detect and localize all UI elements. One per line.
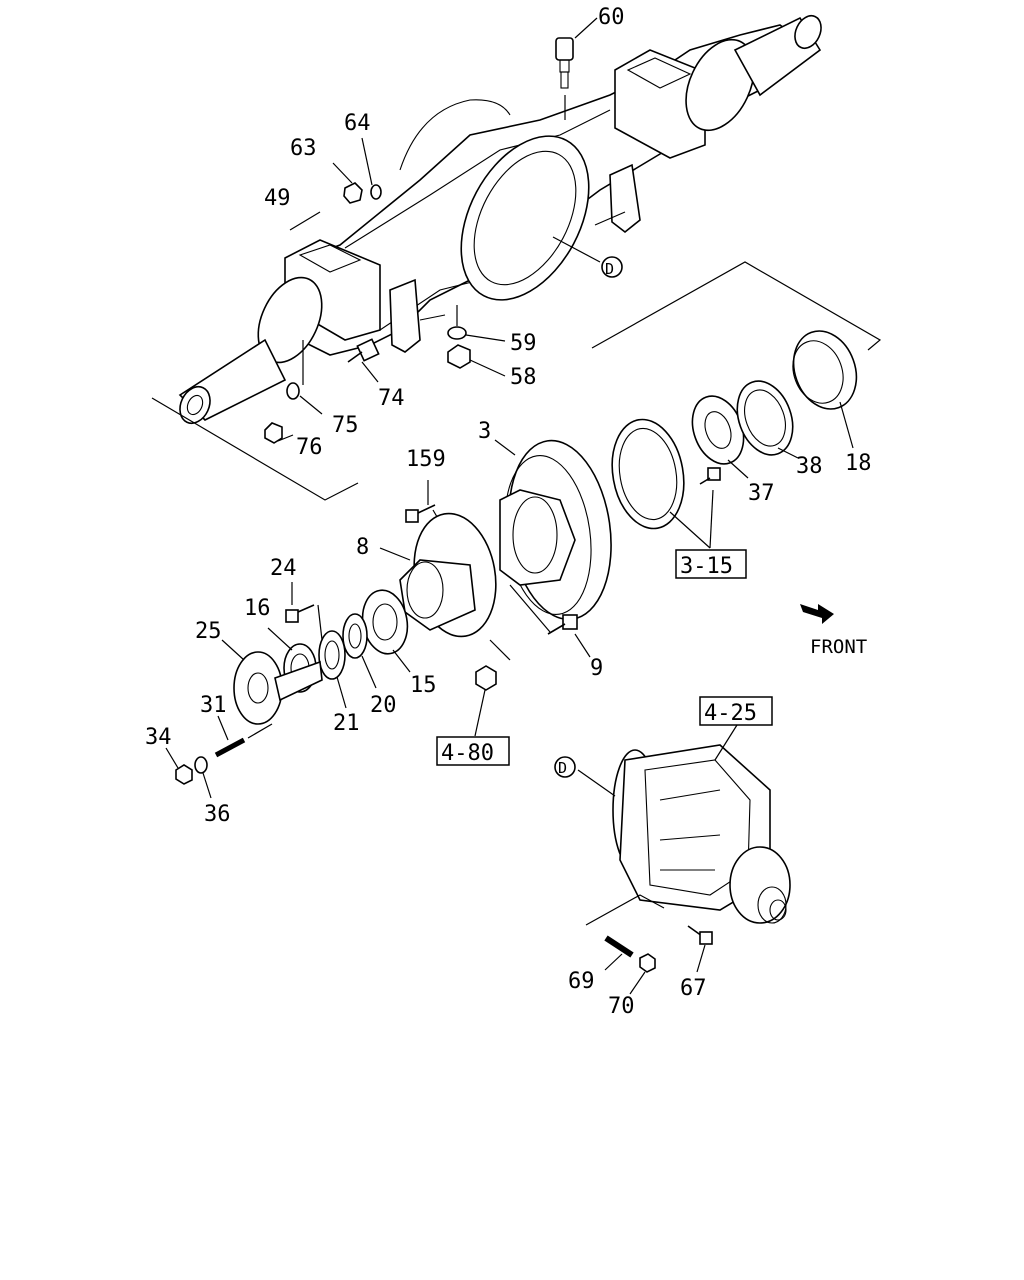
nut-63 <box>343 182 363 204</box>
label-70: 70 <box>608 994 635 1019</box>
nut-58 <box>447 344 471 369</box>
ref-label-4-80[interactable]: 4-80 <box>441 741 494 766</box>
label-64: 64 <box>344 111 371 136</box>
label-34: 34 <box>145 725 172 750</box>
callout-d-circle-bottom <box>554 756 576 778</box>
stud-31 <box>214 737 246 758</box>
label-69: 69 <box>568 969 595 994</box>
label-36: 36 <box>204 802 231 827</box>
bolt-159 <box>405 504 436 523</box>
hub-8 <box>399 512 497 638</box>
label-37: 37 <box>748 481 775 506</box>
label-21: 21 <box>333 711 360 736</box>
label-159: 159 <box>406 447 446 472</box>
label-60: 60 <box>598 5 625 30</box>
breather-60 <box>555 37 574 89</box>
nut-70 <box>639 953 656 973</box>
nut-34 <box>175 764 193 785</box>
stud-9 <box>547 614 578 635</box>
ref-label-4-25[interactable]: 4-25 <box>704 701 757 726</box>
label-25: 25 <box>195 619 222 644</box>
label-58: 58 <box>510 365 537 390</box>
brake-drum-3 <box>499 439 612 621</box>
label-9: 9 <box>590 656 603 681</box>
spacer-20 <box>342 613 368 659</box>
label-38: 38 <box>796 454 823 479</box>
label-75: 75 <box>332 413 359 438</box>
ref-label-3-15[interactable]: 3-15 <box>680 554 733 579</box>
label-49: 49 <box>264 186 291 211</box>
label-59: 59 <box>510 331 537 356</box>
differential-carrier <box>612 744 791 924</box>
seal-38 <box>736 380 794 456</box>
label-d-top: D <box>605 260 614 278</box>
label-76: 76 <box>296 435 323 460</box>
label-15: 15 <box>410 673 437 698</box>
axle-shaft-25 <box>233 651 323 725</box>
front-label: FRONT <box>810 636 867 658</box>
label-d-bottom: D <box>558 759 567 777</box>
bolt-67 <box>687 925 713 945</box>
label-24: 24 <box>270 556 297 581</box>
hub-nut <box>475 665 497 691</box>
screw <box>699 467 721 485</box>
label-3: 3 <box>478 419 491 444</box>
washer-59 <box>447 326 467 340</box>
cap-18 <box>792 330 858 410</box>
stud-69 <box>604 935 634 958</box>
label-18: 18 <box>845 451 872 476</box>
ref-box-4-80[interactable] <box>436 736 510 766</box>
label-8: 8 <box>356 535 369 560</box>
washer-64 <box>370 184 382 200</box>
bearing-cage-21 <box>318 630 346 680</box>
ref-box-3-15[interactable] <box>675 549 747 579</box>
label-31: 31 <box>200 693 227 718</box>
abs-ring <box>611 418 685 530</box>
label-20: 20 <box>370 693 397 718</box>
ref-box-4-25[interactable] <box>699 696 773 726</box>
washer-75 <box>286 382 300 400</box>
front-arrow-icon <box>800 604 834 624</box>
nut-76 <box>264 422 283 444</box>
bolt-24 <box>285 604 315 623</box>
axle-housing <box>178 14 822 425</box>
label-67: 67 <box>680 976 707 1001</box>
callout-d-circle-top <box>601 256 623 278</box>
label-74: 74 <box>378 386 405 411</box>
washer-36 <box>194 756 208 774</box>
bolt-74 <box>347 338 380 363</box>
housing-assembly-bracket <box>151 397 359 501</box>
label-63: 63 <box>290 136 317 161</box>
label-16: 16 <box>244 596 271 621</box>
